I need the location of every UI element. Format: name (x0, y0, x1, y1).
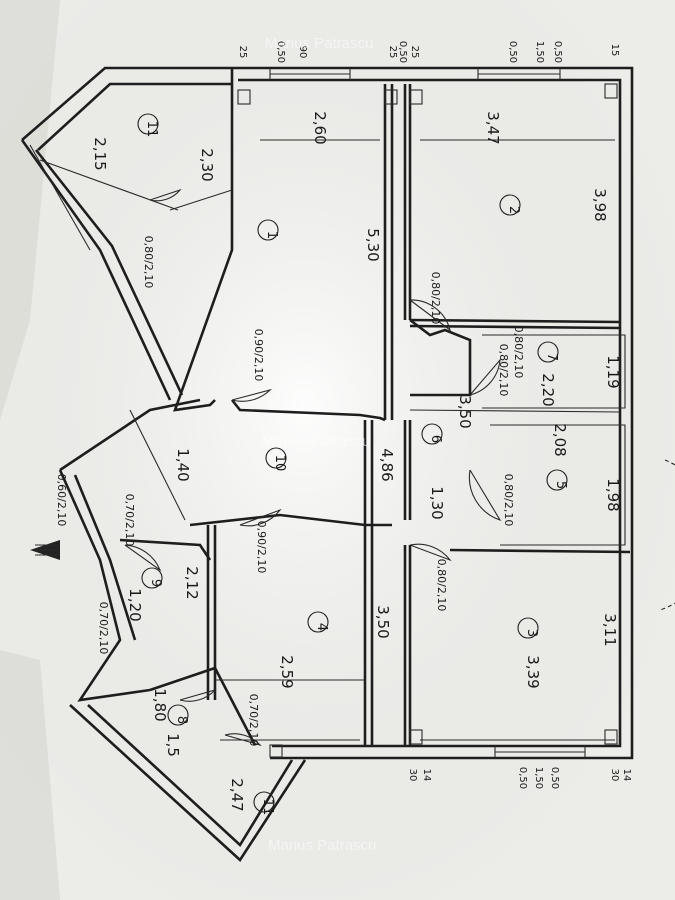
door-label: 0,80/2,10 (512, 326, 525, 379)
room-number: 10 (272, 455, 287, 472)
room-number: 3 (524, 629, 539, 637)
room-width: 1,30 (428, 486, 446, 519)
door-label: 0,70/2,10 (247, 694, 260, 747)
room-number: 11 (144, 121, 159, 138)
room-length: 2,30 (198, 148, 216, 181)
room-number: 7 (544, 353, 559, 361)
window-mark-top: 0,50 (552, 41, 563, 63)
door-label: 0,90/2,10 (252, 329, 265, 382)
door-label: 0,60/2,10 (55, 474, 68, 527)
room-length: 3,50 (456, 395, 474, 428)
room-number: 11 (260, 799, 275, 816)
window-mark-bottom: 14 (421, 769, 432, 782)
window-mark-top: 25 (387, 46, 398, 59)
room-number: 4 (314, 623, 329, 631)
door-label: 0,80/2,10 (435, 559, 448, 612)
room-length: 1,19 (604, 355, 622, 388)
window-mark-top: 1,50 (534, 41, 545, 63)
window-mark-top: 0,50 (507, 41, 518, 63)
room-number: 2 (506, 206, 521, 214)
window-mark-bottom: 1,50 (533, 767, 544, 789)
room-number: 1 (264, 231, 279, 239)
room-length: 2,12 (183, 566, 201, 599)
watermark-top: Marius Patrascu (265, 35, 373, 52)
window-mark-top: 25 (409, 46, 420, 59)
room-length: 3,11 (601, 613, 619, 646)
room-width: 1,20 (126, 588, 144, 621)
north-arrow-icon (30, 540, 60, 560)
room-circles (137, 113, 568, 813)
room-length: 1,98 (604, 478, 622, 511)
room-number: 8 (174, 716, 189, 724)
outer-walls (20, 66, 634, 862)
room-width: 1,40 (174, 448, 192, 481)
window-mark-bottom: 0,50 (549, 767, 560, 789)
room-width: 1,80 (151, 688, 169, 721)
watermark-bottom: Marius Patrascu (268, 837, 376, 854)
room-length: 3,50 (374, 605, 392, 638)
room-number: 5 (553, 481, 568, 489)
room-number: 9 (148, 579, 163, 587)
door-label: 0,80/2,10 (502, 474, 515, 527)
room-length: 5,30 (364, 228, 382, 261)
watermark-middle: Marius Patrascu (262, 433, 370, 450)
door-label: 0,80/2,10 (497, 344, 510, 397)
room-width: 2,47 (228, 778, 246, 811)
door-labels: 0,80/2,100,80/2,100,80/2,100,80/2,100,90… (55, 236, 525, 747)
door-label: 0,70/2,10 (123, 494, 136, 547)
room-width: 2,59 (278, 655, 296, 688)
room-width: 3,39 (524, 655, 542, 688)
windows (269, 68, 586, 758)
room-width: 3,47 (484, 111, 502, 144)
window-mark-top: 15 (609, 44, 620, 57)
room-width: 2,08 (551, 423, 569, 456)
door-label: 0,80/2,10 (142, 236, 155, 289)
room-labels: 1 2,60 5,30 2 3,47 3,98 3 3,39 3,11 4 2,59 3,50 5 2,0… (91, 111, 622, 815)
room-number: 6 (428, 435, 443, 443)
interior-walls (29, 84, 631, 745)
pillars (237, 83, 618, 758)
window-mark-bottom: 30 (407, 769, 418, 782)
window-mark-top: 0,50 (275, 41, 286, 63)
window-mark-top: 25 (237, 46, 248, 59)
door-swings (124, 188, 502, 747)
room-length: 3,98 (591, 188, 609, 221)
shadow-bottom-left (0, 650, 60, 900)
room-width: 2,20 (539, 373, 557, 406)
window-mark-bottom: 30 (609, 769, 620, 782)
door-label: 0,70/2,10 (97, 602, 110, 655)
room-length: 4,86 (378, 448, 396, 481)
room-length: 1,5 (164, 733, 182, 757)
room-width: 2,15 (91, 137, 109, 170)
room-width: 2,60 (311, 111, 329, 144)
window-mark-top: 0,50 (397, 41, 408, 63)
window-mark-bottom: 0,50 (517, 767, 528, 789)
window-mark-bottom: 14 (621, 769, 632, 782)
window-mark-top: 90 (297, 46, 308, 59)
door-label: 0,90/2,10 (255, 521, 268, 574)
door-label: 0,80/2,10 (429, 272, 442, 325)
shadow-left (0, 0, 60, 420)
